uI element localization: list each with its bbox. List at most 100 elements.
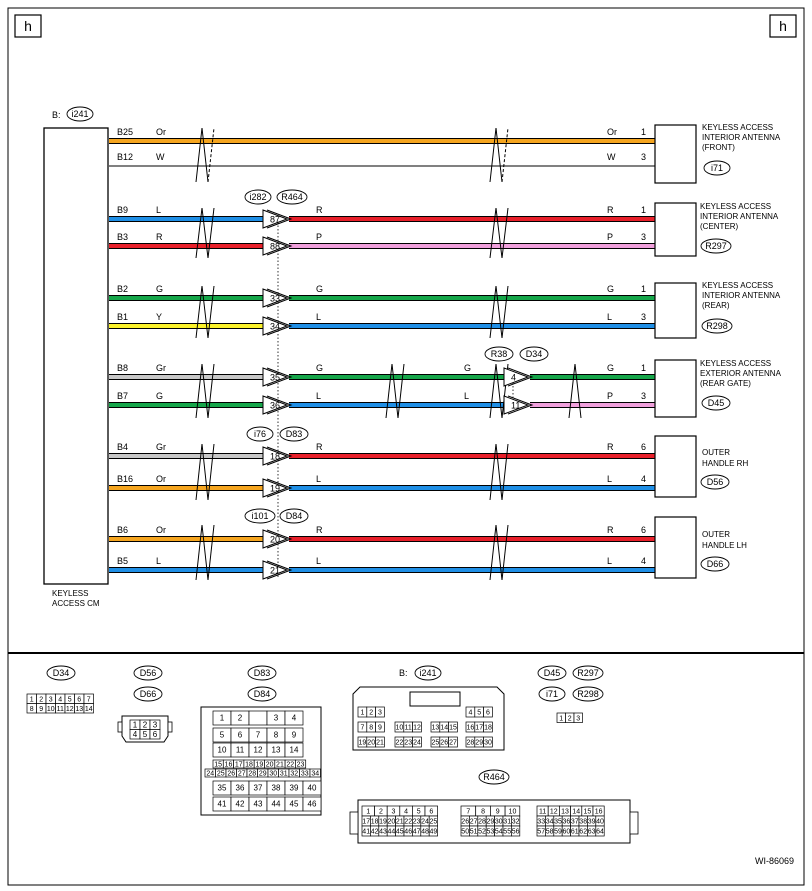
connector-pin-number: 5: [417, 809, 421, 816]
wire-break: [568, 363, 582, 419]
connector-pin-number: 36: [236, 784, 245, 793]
connector-pin-number: 17: [362, 819, 370, 826]
connector-pin-number: 1: [30, 696, 34, 703]
svg-text:D56: D56: [707, 477, 724, 487]
connector-pin-number: 14: [290, 746, 299, 755]
joint-pin-number: 18: [270, 452, 280, 462]
connector-pin-number: 7: [466, 809, 470, 816]
connector-pin-number: 22: [404, 819, 412, 826]
connector-pin-number: 10: [396, 725, 404, 732]
wire-color-label: P: [316, 232, 322, 242]
component-pin-label: 1: [641, 127, 646, 137]
ecu-connector-prefix: B:: [52, 110, 61, 120]
connector-pin-number: 47: [413, 829, 421, 836]
connector-pin-number: 45: [396, 829, 404, 836]
wire-color-label: P: [607, 232, 613, 242]
connector-pin-number: 18: [371, 819, 379, 826]
connector-pin-number: 1: [133, 720, 138, 729]
joint-label-i101-d84: i101 D84: [244, 508, 309, 524]
connector-pin-number: 6: [486, 710, 490, 717]
connector-pin-number: 55: [503, 829, 511, 836]
connector-pin-number: 28: [248, 771, 256, 778]
connector-pin-number: 51: [470, 829, 478, 836]
connector-pin-number: 5: [68, 696, 72, 703]
svg-text:i71: i71: [711, 163, 723, 173]
wire-break: [489, 207, 503, 259]
joint-connector-pin: 11: [503, 395, 534, 415]
connector-pin-number: 35: [554, 819, 562, 826]
connector-pin-number: 63: [588, 829, 596, 836]
page-marker-right[interactable]: h: [769, 14, 797, 38]
connector-pin-cell: [295, 759, 307, 769]
connector-pin-cell: [428, 825, 438, 837]
svg-text:h: h: [24, 18, 32, 34]
connector-pin-number: 56: [512, 829, 520, 836]
svg-text:D66: D66: [707, 559, 724, 569]
connector-pin-cell: [302, 780, 322, 796]
joint-label-i76-d83: i76 D83: [246, 426, 309, 442]
page-marker-left[interactable]: h: [14, 14, 42, 38]
connector-pin-number: 8: [481, 809, 485, 816]
connector-pin-number: 42: [236, 800, 245, 809]
connector-pin-number: 23: [404, 740, 412, 747]
connector-pin-cell: [284, 727, 304, 743]
svg-text:EXTERIOR ANTENNA: EXTERIOR ANTENNA: [700, 369, 782, 378]
ecu-pin-label: B12: [117, 152, 133, 162]
ecu-label-line2: ACCESS CM: [52, 599, 100, 608]
connector-pin-number: 1: [366, 809, 370, 816]
wire-color-label: L: [316, 556, 321, 566]
connector-pin-number: 5: [477, 710, 481, 717]
connector-pin-number: 26: [227, 771, 235, 778]
wire-color-label: L: [316, 391, 321, 401]
connector-pin-number: 38: [272, 784, 281, 793]
connector-pin-cell: [309, 768, 321, 778]
connector-pin-cell: [412, 721, 422, 733]
connector-pin-number: 44: [388, 829, 396, 836]
connector-pin-number: 2: [238, 714, 243, 723]
connector-pin-number: 50: [461, 829, 469, 836]
wire-break: [501, 207, 509, 259]
connector-pin-number: 10: [509, 809, 517, 816]
connector-pin-number: 5: [143, 730, 148, 739]
connector-pin-number: 31: [503, 819, 511, 826]
joint-pin-number: 34: [270, 322, 280, 332]
connector-pin-cell: [375, 721, 385, 733]
wire-break: [489, 443, 503, 501]
wire-color-label: G: [316, 363, 323, 373]
connector-pin-number: 27: [238, 771, 246, 778]
joint-connector-pin: 33: [262, 288, 293, 308]
wire-break: [195, 285, 209, 339]
connector-pin-cell: [483, 736, 493, 748]
connector-pin-number: 40: [596, 819, 604, 826]
wire-color-label: L: [607, 474, 612, 484]
connector-pin-number: 3: [153, 720, 158, 729]
connector-pin-number: 2: [379, 809, 383, 816]
svg-text:HANDLE RH: HANDLE RH: [702, 459, 748, 468]
wire-color-label: Gr: [156, 442, 166, 452]
connector-pin-number: 54: [495, 829, 503, 836]
wire-color-label: L: [464, 391, 469, 401]
connector-pin-number: 36: [563, 819, 571, 826]
wire-color-label: Or: [607, 127, 617, 137]
connector-pin-cell: [573, 712, 583, 723]
connector-pin-number: 32: [290, 771, 298, 778]
joint-connector-pin: 20: [262, 529, 293, 549]
joint-pin-number: 36: [270, 401, 280, 411]
wire-color-label: L: [607, 312, 612, 322]
connector-pin-number: 2: [39, 696, 43, 703]
wire-color-label: Or: [156, 474, 166, 484]
connector-pin-number: 6: [238, 731, 243, 740]
wire-break: [501, 524, 509, 581]
wire-color-label: R: [316, 205, 323, 215]
svg-text:i76: i76: [254, 429, 266, 439]
ecu-pin-label: B9: [117, 205, 128, 215]
connector-pin-number: 18: [245, 762, 253, 769]
connector-pin-number: 15: [584, 809, 592, 816]
svg-text:KEYLESS ACCESS: KEYLESS ACCESS: [700, 202, 771, 211]
wire-break: [489, 285, 503, 339]
wire-color-label: Gr: [156, 363, 166, 373]
